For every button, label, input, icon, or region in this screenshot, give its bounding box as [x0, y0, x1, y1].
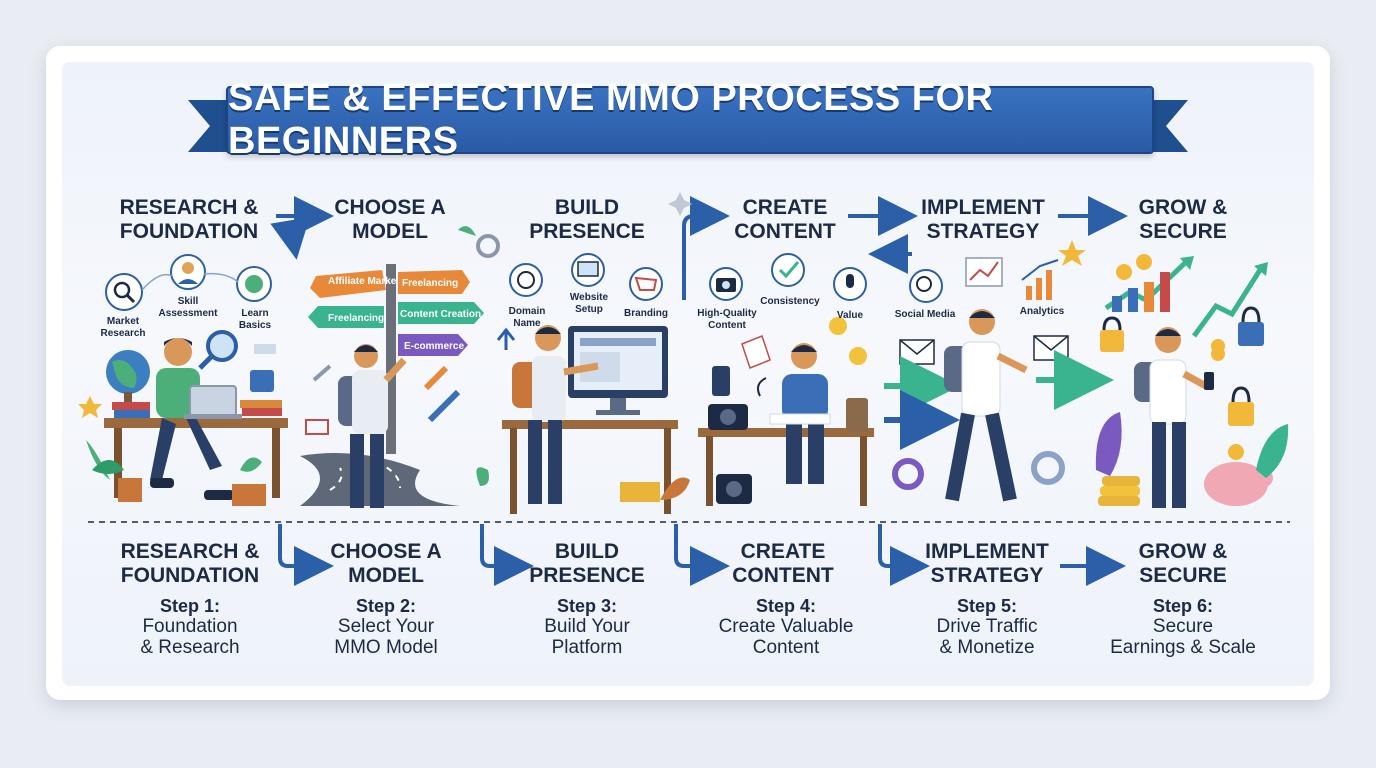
step4-description: Create Valuable Content [718, 616, 854, 658]
cart-icon [629, 267, 663, 301]
step6-description: Secure Earnings & Scale [1110, 616, 1256, 658]
domain-globe-icon [509, 263, 543, 297]
arrow-bottom-4 [878, 524, 930, 586]
arrow-bottom-3 [674, 524, 730, 586]
sign-affiliate-text: Affiliate Marketing [328, 276, 415, 287]
step5-description: Drive Traffic & Monetize [936, 616, 1038, 658]
lock-icon-3 [1228, 386, 1254, 426]
step3-heading: BUILD PRESENCE [529, 196, 645, 243]
step6-illustration [1095, 254, 1289, 508]
growth-arrow-right [1191, 268, 1263, 338]
lock-icon-2 [1238, 306, 1264, 346]
sign-freelancing: Freelancing [308, 306, 384, 328]
sign-affiliate-marketing: Affiliate Marketing [310, 270, 415, 298]
arrow-top-3 [682, 196, 730, 300]
arrow-bottom-1 [278, 524, 334, 586]
step1-label: Step 1: [159, 596, 220, 616]
step5-heading: IMPLEMENT STRATEGY [921, 196, 1045, 243]
laptop [189, 385, 237, 417]
label-website-setup: Website Setup [569, 292, 609, 315]
step4-illustration [698, 253, 874, 506]
arrow-bottom-2 [480, 524, 534, 586]
step6-heading: GROW & SECURE [1138, 196, 1228, 243]
check-icon [771, 253, 805, 287]
step2-illustration: Affiliate Marketing Freelancing Freelanc… [300, 226, 500, 508]
magnifier-icon [105, 273, 143, 311]
sign-ecommerce: E-commerce [398, 334, 468, 356]
svg-text:Freelancing: Freelancing [328, 313, 384, 324]
step3-description: Build Your Platform [544, 616, 630, 658]
piggy-bank [1204, 462, 1268, 506]
step6-label: Step 6: [1152, 596, 1213, 616]
step3-illustration [496, 192, 692, 514]
sign-freelancing-top: Freelancing [398, 270, 470, 294]
step2-label: Step 2: [355, 596, 416, 616]
step2-bottom-heading: CHOOSE A MODEL [330, 540, 442, 587]
lock-icon [1100, 316, 1124, 352]
step1-bottom-heading: RESEARCH & FOUNDATION [120, 540, 260, 587]
arrow-top-1b [270, 217, 310, 260]
step2-heading: CHOOSE A MODEL [334, 196, 446, 243]
label-domain-name: Domain Name [508, 306, 546, 329]
step5-label: Step 5: [956, 596, 1017, 616]
step1-description: Foundation & Research [140, 616, 240, 658]
step2-description: Select Your MMO Model [334, 616, 438, 658]
step4-heading: CREATE CONTENT [734, 196, 836, 243]
top-flow-arrows [270, 196, 1128, 300]
label-social-media: Social Media [894, 309, 956, 320]
bottom-flow-arrows [278, 524, 1126, 586]
analytics-bars-icon [1021, 259, 1059, 300]
sign-content-creation: Content Creation [398, 302, 484, 324]
step5-illustration [884, 240, 1114, 502]
svg-text:Content Creation: Content Creation [400, 309, 481, 320]
svg-text:Freelancing: Freelancing [402, 278, 458, 289]
label-market-research: Market Research [100, 316, 146, 339]
step3-bottom-heading: BUILD PRESENCE [529, 540, 645, 587]
gear-icon-right [1031, 451, 1065, 485]
label-analytics: Analytics [1019, 306, 1065, 317]
label-consistency: Consistency [760, 296, 820, 307]
label-learn-basics: Learn Basics [238, 308, 272, 331]
step3-label: Step 3: [556, 596, 617, 616]
label-skill-assessment: Skill Assessment [158, 296, 218, 319]
svg-text:E-commerce: E-commerce [404, 341, 464, 352]
social-search-icon [909, 269, 943, 303]
label-high-quality-content: High-Quality Content [697, 308, 757, 331]
signpost-pole [386, 264, 396, 454]
step4-label: Step 4: [755, 596, 816, 616]
gear-icon-left [892, 458, 924, 490]
label-value: Value [836, 310, 864, 321]
step6-bottom-heading: GROW & SECURE [1138, 540, 1228, 587]
step1-illustration [78, 254, 288, 506]
label-branding: Branding [624, 308, 668, 319]
step5-bottom-heading: IMPLEMENT STRATEGY [925, 540, 1049, 587]
gear-icon [476, 234, 500, 258]
step1-heading: RESEARCH & FOUNDATION [119, 196, 259, 243]
step4-bottom-heading: CREATE CONTENT [732, 540, 834, 587]
